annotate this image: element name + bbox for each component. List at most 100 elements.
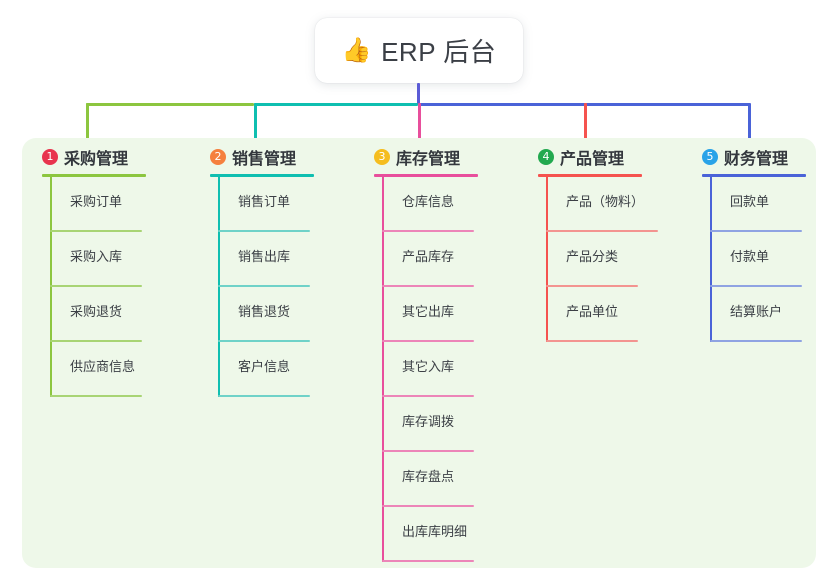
list-item-rule (50, 395, 142, 397)
list-item-rule (50, 230, 142, 232)
column-header-rule-1 (42, 174, 146, 177)
list-item[interactable]: 其它入库 (374, 342, 478, 397)
column-title-3: 库存管理 (396, 151, 461, 168)
list-item-label: 销售订单 (238, 194, 291, 209)
list-item-rule (546, 230, 658, 232)
list-item-rule (218, 285, 310, 287)
list-item-rule (710, 340, 802, 342)
column-4: 4 产品管理产品（物料） 产品分类产品单位 (538, 146, 658, 342)
list-item[interactable]: 产品库存 (374, 232, 478, 287)
column-drop-3 (418, 103, 421, 148)
list-item-label: 销售退货 (238, 304, 291, 319)
list-item-rule (382, 340, 474, 342)
column-header-3[interactable]: 3 库存管理 (374, 146, 478, 168)
column-drop-1 (86, 103, 89, 148)
list-item-label: 供应商信息 (70, 359, 136, 374)
list-item[interactable]: 结算账户 (702, 287, 806, 342)
list-item[interactable]: 销售订单 (210, 177, 314, 232)
column-header-2[interactable]: 2 销售管理 (210, 146, 314, 168)
column-header-rule-2 (210, 174, 314, 177)
column-title-4: 产品管理 (560, 151, 625, 168)
list-item[interactable]: 采购退货 (42, 287, 146, 342)
list-item-label: 其它出库 (402, 304, 455, 319)
column-2: 2 销售管理销售订单销售出库销售退货客户信息 (210, 146, 314, 397)
column-stem-4 (546, 177, 548, 342)
list-item-rule (218, 395, 310, 397)
list-item-rule (218, 230, 310, 232)
list-item-label: 采购入库 (70, 249, 123, 264)
list-item[interactable]: 采购入库 (42, 232, 146, 287)
list-item-label: 产品单位 (566, 304, 619, 319)
list-item[interactable]: 库存盘点 (374, 452, 478, 507)
column-header-4[interactable]: 4 产品管理 (538, 146, 642, 168)
list-item-rule (382, 285, 474, 287)
list-item[interactable]: 销售出库 (210, 232, 314, 287)
list-item-label: 采购订单 (70, 194, 123, 209)
list-item[interactable]: 仓库信息 (374, 177, 478, 232)
column-badge-3: 3 (374, 149, 390, 165)
list-item-rule (50, 285, 142, 287)
column-title-1: 采购管理 (64, 151, 129, 168)
column-stem-5 (710, 177, 712, 342)
list-item-label: 其它入库 (402, 359, 455, 374)
column-stem-3 (382, 177, 384, 562)
item-list-5: 回款单付款单结算账户 (702, 177, 806, 342)
list-item-rule (382, 450, 474, 452)
list-item-label: 产品分类 (566, 249, 619, 264)
list-item[interactable]: 产品单位 (538, 287, 642, 342)
list-item[interactable]: 回款单 (702, 177, 806, 232)
list-item-rule (546, 285, 638, 287)
list-item-rule (710, 230, 802, 232)
root-node-title: 👍 ERP 后台 (342, 32, 497, 69)
column-badge-4: 4 (538, 149, 554, 165)
column-header-1[interactable]: 1 采购管理 (42, 146, 146, 168)
list-item-label: 仓库信息 (402, 194, 455, 209)
item-list-1: 采购订单采购入库采购退货供应商信息 (42, 177, 146, 397)
column-drop-5 (748, 103, 751, 148)
list-item[interactable]: 产品分类 (538, 232, 642, 287)
column-title-5: 财务管理 (724, 151, 789, 168)
column-badge-2: 2 (210, 149, 226, 165)
list-item[interactable]: 销售退货 (210, 287, 314, 342)
item-list-4: 产品（物料） 产品分类产品单位 (538, 177, 658, 342)
column-title-2: 销售管理 (232, 151, 297, 168)
root-node-label: ERP 后台 (381, 37, 497, 67)
column-badge-1: 1 (42, 149, 58, 165)
list-item-rule (382, 505, 474, 507)
column-drop-2 (254, 103, 257, 148)
list-item-label: 库存盘点 (402, 469, 455, 484)
list-item-label: 客户信息 (238, 359, 291, 374)
list-item[interactable]: 付款单 (702, 232, 806, 287)
list-item-rule (382, 230, 474, 232)
list-item[interactable]: 产品（物料） (538, 177, 658, 232)
list-item[interactable]: 出库库明细 (374, 507, 478, 562)
list-item[interactable]: 库存调拨 (374, 397, 478, 452)
item-list-3: 仓库信息产品库存其它出库其它入库库存调拨库存盘点出库库明细 (374, 177, 478, 562)
list-item-label: 结算账户 (730, 304, 783, 319)
list-item-label: 产品（物料） (566, 194, 645, 209)
list-item[interactable]: 其它出库 (374, 287, 478, 342)
root-node-card[interactable]: 👍 ERP 后台 (315, 18, 523, 83)
list-item-rule (710, 285, 802, 287)
column-stem-2 (218, 177, 220, 397)
list-item-label: 付款单 (730, 249, 770, 264)
list-item[interactable]: 客户信息 (210, 342, 314, 397)
list-item-rule (546, 340, 638, 342)
column-drop-4 (584, 103, 587, 148)
list-item[interactable]: 供应商信息 (42, 342, 146, 397)
list-item-label: 采购退货 (70, 304, 123, 319)
list-item-rule (382, 560, 474, 562)
list-item-label: 回款单 (730, 194, 770, 209)
thumbs-up-icon: 👍 (341, 36, 373, 64)
column-3: 3 库存管理仓库信息产品库存其它出库其它入库库存调拨库存盘点出库库明细 (374, 146, 478, 562)
root-connector-line (417, 83, 420, 105)
list-item-rule (218, 340, 310, 342)
content-panel (22, 138, 816, 568)
list-item-rule (382, 395, 474, 397)
column-stem-1 (50, 177, 52, 397)
list-item-rule (50, 340, 142, 342)
list-item[interactable]: 采购订单 (42, 177, 146, 232)
